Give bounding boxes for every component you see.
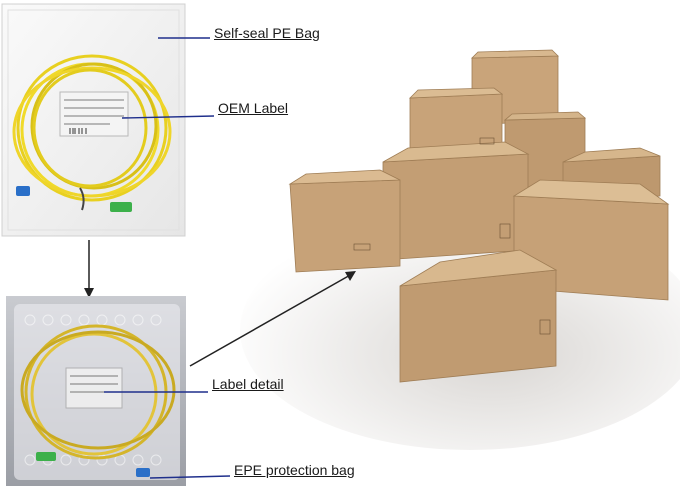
blue-connector bbox=[16, 186, 30, 196]
cardboard-boxes bbox=[288, 49, 670, 383]
oem-label-sticker bbox=[59, 91, 129, 137]
down-arrow-icon bbox=[84, 240, 94, 298]
fiber-cable-coil bbox=[12, 54, 172, 202]
green-connector-epe bbox=[36, 452, 56, 461]
epe-label-sticker bbox=[65, 367, 123, 409]
label-detail-callout: Label detail bbox=[212, 376, 284, 392]
arrow-to-boxes-icon bbox=[189, 271, 356, 367]
pe-bag-photo bbox=[1, 3, 186, 237]
green-connector bbox=[110, 202, 132, 212]
epe-bag-photo bbox=[6, 296, 186, 486]
barcode-icon bbox=[69, 128, 87, 134]
epe-bag-callout: EPE protection bag bbox=[234, 462, 355, 478]
bubble-wrap-pattern bbox=[24, 314, 162, 466]
pe-bag-callout: Self-seal PE Bag bbox=[214, 25, 320, 41]
oem-label-callout: OEM Label bbox=[218, 100, 289, 116]
callout-leader-lines bbox=[104, 37, 231, 479]
blue-connector-epe bbox=[136, 468, 150, 477]
box-handling-marks bbox=[353, 137, 551, 335]
